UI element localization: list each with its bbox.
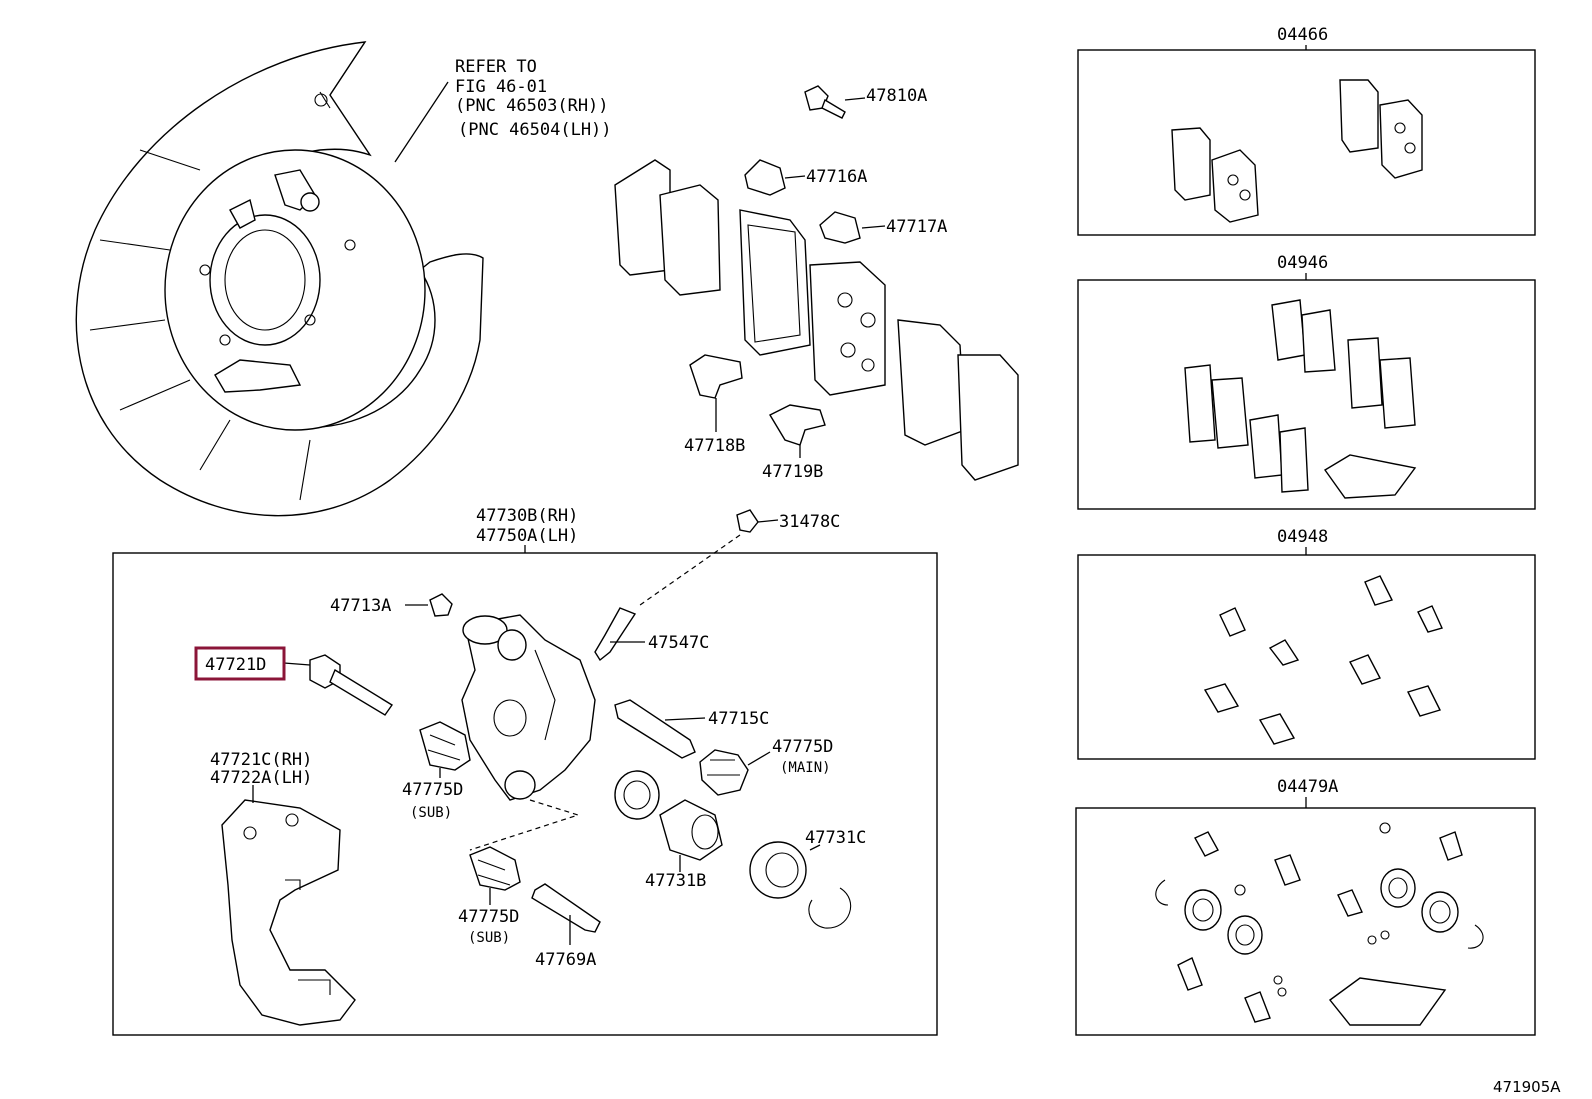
label-47775D-main[interactable]: 47775D [772, 737, 833, 757]
kit-box-04946[interactable] [1077, 279, 1536, 510]
shim-left[interactable] [614, 159, 721, 296]
cap-47713A[interactable] [429, 593, 453, 617]
figure-number: 471905A [1493, 1078, 1561, 1096]
clip-47716A[interactable] [744, 159, 786, 196]
caliper-body[interactable] [461, 614, 596, 801]
kit-04948-clips [1203, 575, 1443, 745]
bolt-47810A[interactable] [804, 85, 846, 119]
label-47721C[interactable]: 47721C(RH) [210, 750, 312, 770]
cap-31478C[interactable] [736, 509, 759, 533]
label-47769A[interactable]: 47769A [535, 950, 596, 970]
label-47775D-sub2[interactable]: 47775D [458, 907, 519, 927]
label-47716A[interactable]: 47716A [806, 167, 867, 187]
label-47730B[interactable]: 47730B(RH) [476, 506, 578, 526]
clip-47719B[interactable] [769, 404, 826, 446]
label-47547C[interactable]: 47547C [648, 633, 709, 653]
note-sub1: (SUB) [410, 805, 452, 821]
label-47775D-sub1[interactable]: 47775D [402, 780, 463, 800]
kit-04946-pads [1184, 299, 1417, 499]
label-47719B[interactable]: 47719B [762, 462, 823, 482]
label-47713A[interactable]: 47713A [330, 596, 391, 616]
label-kit-04479A[interactable]: 04479A [1277, 777, 1338, 797]
highlight-47721D [194, 646, 286, 681]
boot-47775D-sub2[interactable] [469, 846, 521, 891]
kit-box-04479A[interactable] [1075, 807, 1536, 1036]
refer-note-line3: (PNC 46503(RH)) [455, 96, 609, 116]
kit-box-04948[interactable] [1077, 554, 1536, 760]
bracket-47721C[interactable] [221, 799, 356, 1026]
pad-left[interactable] [739, 209, 811, 356]
refer-note-line1: REFER TO [455, 57, 537, 77]
boot-47775D-main[interactable] [699, 749, 749, 796]
label-47722A[interactable]: 47722A(LH) [210, 768, 312, 788]
snap-ring[interactable] [808, 887, 852, 929]
label-kit-04948[interactable]: 04948 [1277, 527, 1328, 547]
label-47717A[interactable]: 47717A [886, 217, 947, 237]
note-sub2: (SUB) [468, 930, 510, 946]
label-47731C[interactable]: 47731C [805, 828, 866, 848]
pin-47769A[interactable] [531, 883, 601, 933]
bleeder-47547C[interactable] [594, 607, 637, 662]
label-47750A[interactable]: 47750A(LH) [476, 526, 578, 546]
label-31478C[interactable]: 31478C [779, 512, 840, 532]
label-kit-04466[interactable]: 04466 [1277, 25, 1328, 45]
label-47718B[interactable]: 47718B [684, 436, 745, 456]
refer-note-line2: FIG 46-01 [455, 77, 547, 97]
piston-47731B[interactable] [659, 799, 723, 861]
kit-04466-pads [1171, 79, 1423, 223]
boot-47775D-sub1[interactable] [419, 721, 471, 771]
dust-shield[interactable] [75, 41, 484, 517]
seal-ring[interactable] [614, 770, 660, 820]
label-47810A[interactable]: 47810A [866, 86, 927, 106]
kit-box-04466[interactable] [1077, 49, 1536, 236]
label-47715C[interactable]: 47715C [708, 709, 769, 729]
clip-47717A[interactable] [819, 211, 861, 244]
note-main: (MAIN) [780, 760, 831, 776]
clip-47718B[interactable] [689, 354, 743, 399]
bolt-47721D[interactable] [309, 654, 393, 716]
refer-note-line4: (PNC 46504(LH)) [458, 120, 612, 140]
pin-47715C[interactable] [614, 699, 696, 759]
pad-right[interactable] [809, 261, 886, 396]
label-47731B[interactable]: 47731B [645, 871, 706, 891]
label-kit-04946[interactable]: 04946 [1277, 253, 1328, 273]
kit-04479A-seals [1155, 822, 1484, 1026]
label-47721D[interactable]: 47721D [205, 655, 266, 675]
shim-right[interactable] [897, 319, 1019, 481]
boot-47731C[interactable] [749, 841, 807, 899]
